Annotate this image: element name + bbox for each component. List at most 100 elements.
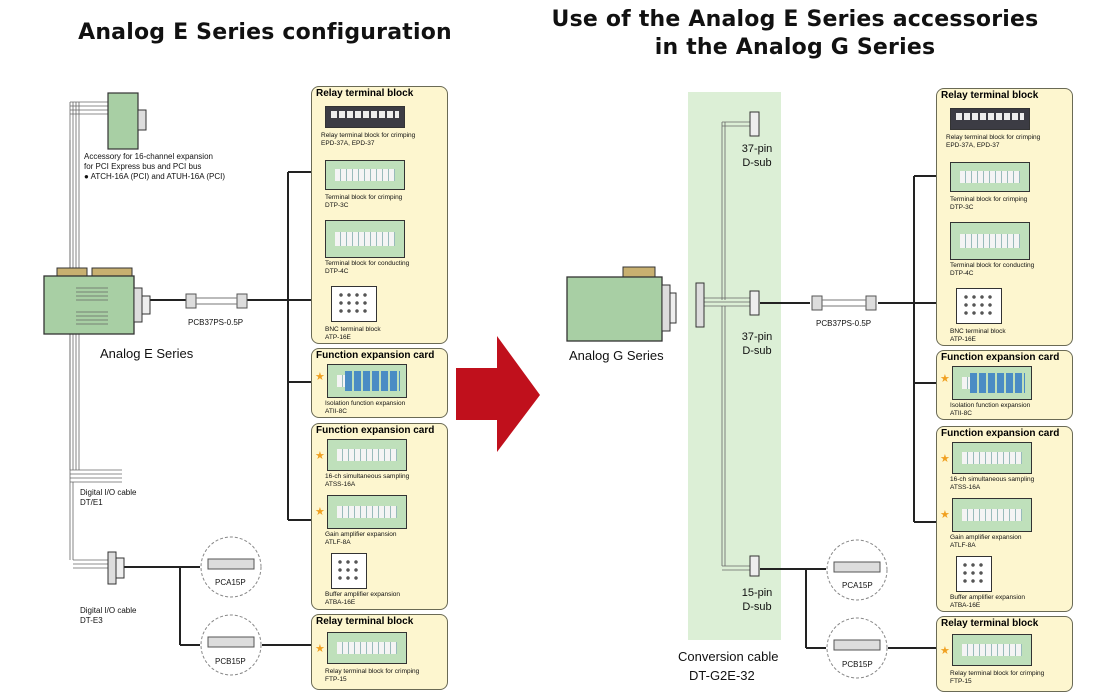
right-relay-item-1-line1: Terminal block for crimping <box>950 196 1028 203</box>
left-relay-item-1-line2: DTP-3C <box>325 202 349 209</box>
star-icon: ★ <box>315 450 325 462</box>
panel-title: Relay terminal block <box>316 88 414 99</box>
bnc-connectors <box>337 291 371 317</box>
star-icon: ★ <box>940 373 950 385</box>
device-contacts <box>960 233 1020 249</box>
left-relay-item-0-line2: EPD-37A, EPD-37 <box>321 140 375 147</box>
left-title: Analog E Series configuration <box>78 20 452 45</box>
left-device-atp16e[interactable] <box>331 286 377 322</box>
right-device-atss16a[interactable] <box>952 442 1032 474</box>
right-func2-item-2-line1: Buffer amplifier expansion <box>950 594 1026 601</box>
panel-title: Relay terminal block <box>941 618 1039 629</box>
digital-io-1-line2: DT/E1 <box>80 498 103 507</box>
right-func1-item-0-line2: ATII-8C <box>950 410 972 417</box>
left-relay-item-3-line1: BNC terminal block <box>325 326 381 333</box>
right-title-line2: in the Analog G Series <box>654 35 936 60</box>
right-relay-item-3-line1: BNC terminal block <box>950 328 1006 335</box>
digital-io-2-line1: Digital I/O cable <box>80 606 137 615</box>
device-contacts <box>337 642 397 654</box>
analog-e-board <box>43 267 151 335</box>
left-relay-item-2-line2: DTP-4C <box>325 268 349 275</box>
right-func2-item-1-line1: Gain amplifier expansion <box>950 534 1022 541</box>
expansion-accessory-line1: Accessory for 16-channel expansion <box>84 152 213 161</box>
left-circle-pcb15p <box>200 614 262 676</box>
left-device-atii8c[interactable] <box>327 364 407 398</box>
digital-io-2-line2: DT-E3 <box>80 616 103 625</box>
left-device-atba16e[interactable] <box>331 553 367 589</box>
right-device-dtp4c[interactable] <box>950 222 1030 260</box>
panel-title: Function expansion card <box>941 428 1060 439</box>
left-func2-item-0-line2: ATSS-16A <box>325 481 356 488</box>
right-title-line1: Use of the Analog E Series accessories <box>551 7 1039 32</box>
right-pcb37ps-cable <box>811 295 877 311</box>
right-relay-item-2-line1: Terminal block for conducting <box>950 262 1035 269</box>
conversion-cable-line2: DT-G2E-32 <box>689 668 755 683</box>
right-relay2-item-0-line2: FTP-15 <box>950 678 972 685</box>
device-contacts <box>335 231 395 247</box>
connector2-line2: D-sub <box>742 345 772 357</box>
analog-g-series-label: Analog G Series <box>569 348 664 363</box>
expansion-accessory-line3: ● ATCH-16A (PCI) and ATUH-16A (PCI) <box>84 172 226 181</box>
left-pcb37ps-cable <box>185 293 248 309</box>
right-circle2-label: PCB15P <box>842 660 873 669</box>
left-pcb37ps-label: PCB37PS-0.5P <box>188 318 244 327</box>
right-pcb37ps-label: PCB37PS-0.5P <box>816 319 872 328</box>
device-contacts <box>962 452 1022 464</box>
connector1-line1: 37-pin <box>741 143 773 155</box>
right-func2-item-2-line2: ATBA-16E <box>950 602 981 609</box>
left-circle2-label: PCB15P <box>215 657 246 666</box>
right-device-ftp15[interactable] <box>952 634 1032 666</box>
right-device-epd37[interactable] <box>950 108 1030 130</box>
device-contacts <box>962 644 1022 656</box>
left-func2-item-2-line1: Buffer amplifier expansion <box>325 591 401 598</box>
connector2-line1: 37-pin <box>741 331 773 343</box>
expansion-accessory-line2: for PCI Express bus and PCI bus <box>84 162 202 171</box>
left-circle1-label: PCA15P <box>215 578 246 587</box>
star-icon: ★ <box>315 506 325 518</box>
analog-e-series-label: Analog E Series <box>100 346 194 361</box>
left-device-epd37[interactable] <box>325 106 405 128</box>
star-icon: ★ <box>940 645 950 657</box>
star-icon: ★ <box>315 371 325 383</box>
left-device-dtp4c[interactable] <box>325 220 405 258</box>
panel-title: Function expansion card <box>316 425 435 436</box>
left-device-atss16a[interactable] <box>327 439 407 471</box>
red-arrow <box>456 336 540 452</box>
left-device-ftp15[interactable] <box>327 632 407 664</box>
right-device-dtp3c[interactable] <box>950 162 1030 192</box>
device-contacts <box>960 171 1020 183</box>
left-relay-item-2-line1: Terminal block for conducting <box>325 260 410 267</box>
right-device-atii8c[interactable] <box>952 366 1032 400</box>
connector1-line2: D-sub <box>742 157 772 169</box>
right-relay-item-0-line2: EPD-37A, EPD-37 <box>946 142 1000 149</box>
right-relay2-item-0-line1: Relay terminal block for crimping <box>950 670 1045 677</box>
device-contacts <box>335 169 395 181</box>
left-func2-item-1-line1: Gain amplifier expansion <box>325 531 397 538</box>
bnc-connectors <box>961 561 987 587</box>
left-relay-item-3-line2: ATP-16E <box>325 334 351 341</box>
left-relay2-item-0-line2: FTP-15 <box>325 676 347 683</box>
left-func2-item-0-line1: 16-ch simultaneous sampling <box>325 473 410 480</box>
bnc-connectors <box>336 558 362 584</box>
right-circle-pca15p <box>826 539 888 601</box>
left-device-atlf8a[interactable] <box>327 495 407 529</box>
right-device-atp16e[interactable] <box>956 288 1002 324</box>
device-contacts <box>330 111 400 118</box>
analog-g-board <box>566 266 677 342</box>
left-device-dtp3c[interactable] <box>325 160 405 190</box>
device-contacts <box>962 508 1022 522</box>
isolation-modules <box>970 372 1025 394</box>
panel-title: Relay terminal block <box>941 90 1039 101</box>
left-circle-pca15p <box>200 536 262 598</box>
left-func1-item-0-line1: Isolation function expansion <box>325 400 406 407</box>
right-device-atlf8a[interactable] <box>952 498 1032 532</box>
right-circle1-label: PCA15P <box>842 581 873 590</box>
right-device-atba16e[interactable] <box>956 556 992 592</box>
digital-io-1-line1: Digital I/O cable <box>80 488 137 497</box>
right-func2-item-0-line2: ATSS-16A <box>950 484 981 491</box>
bnc-connectors <box>962 293 996 319</box>
expansion-accessory-board <box>107 92 147 150</box>
